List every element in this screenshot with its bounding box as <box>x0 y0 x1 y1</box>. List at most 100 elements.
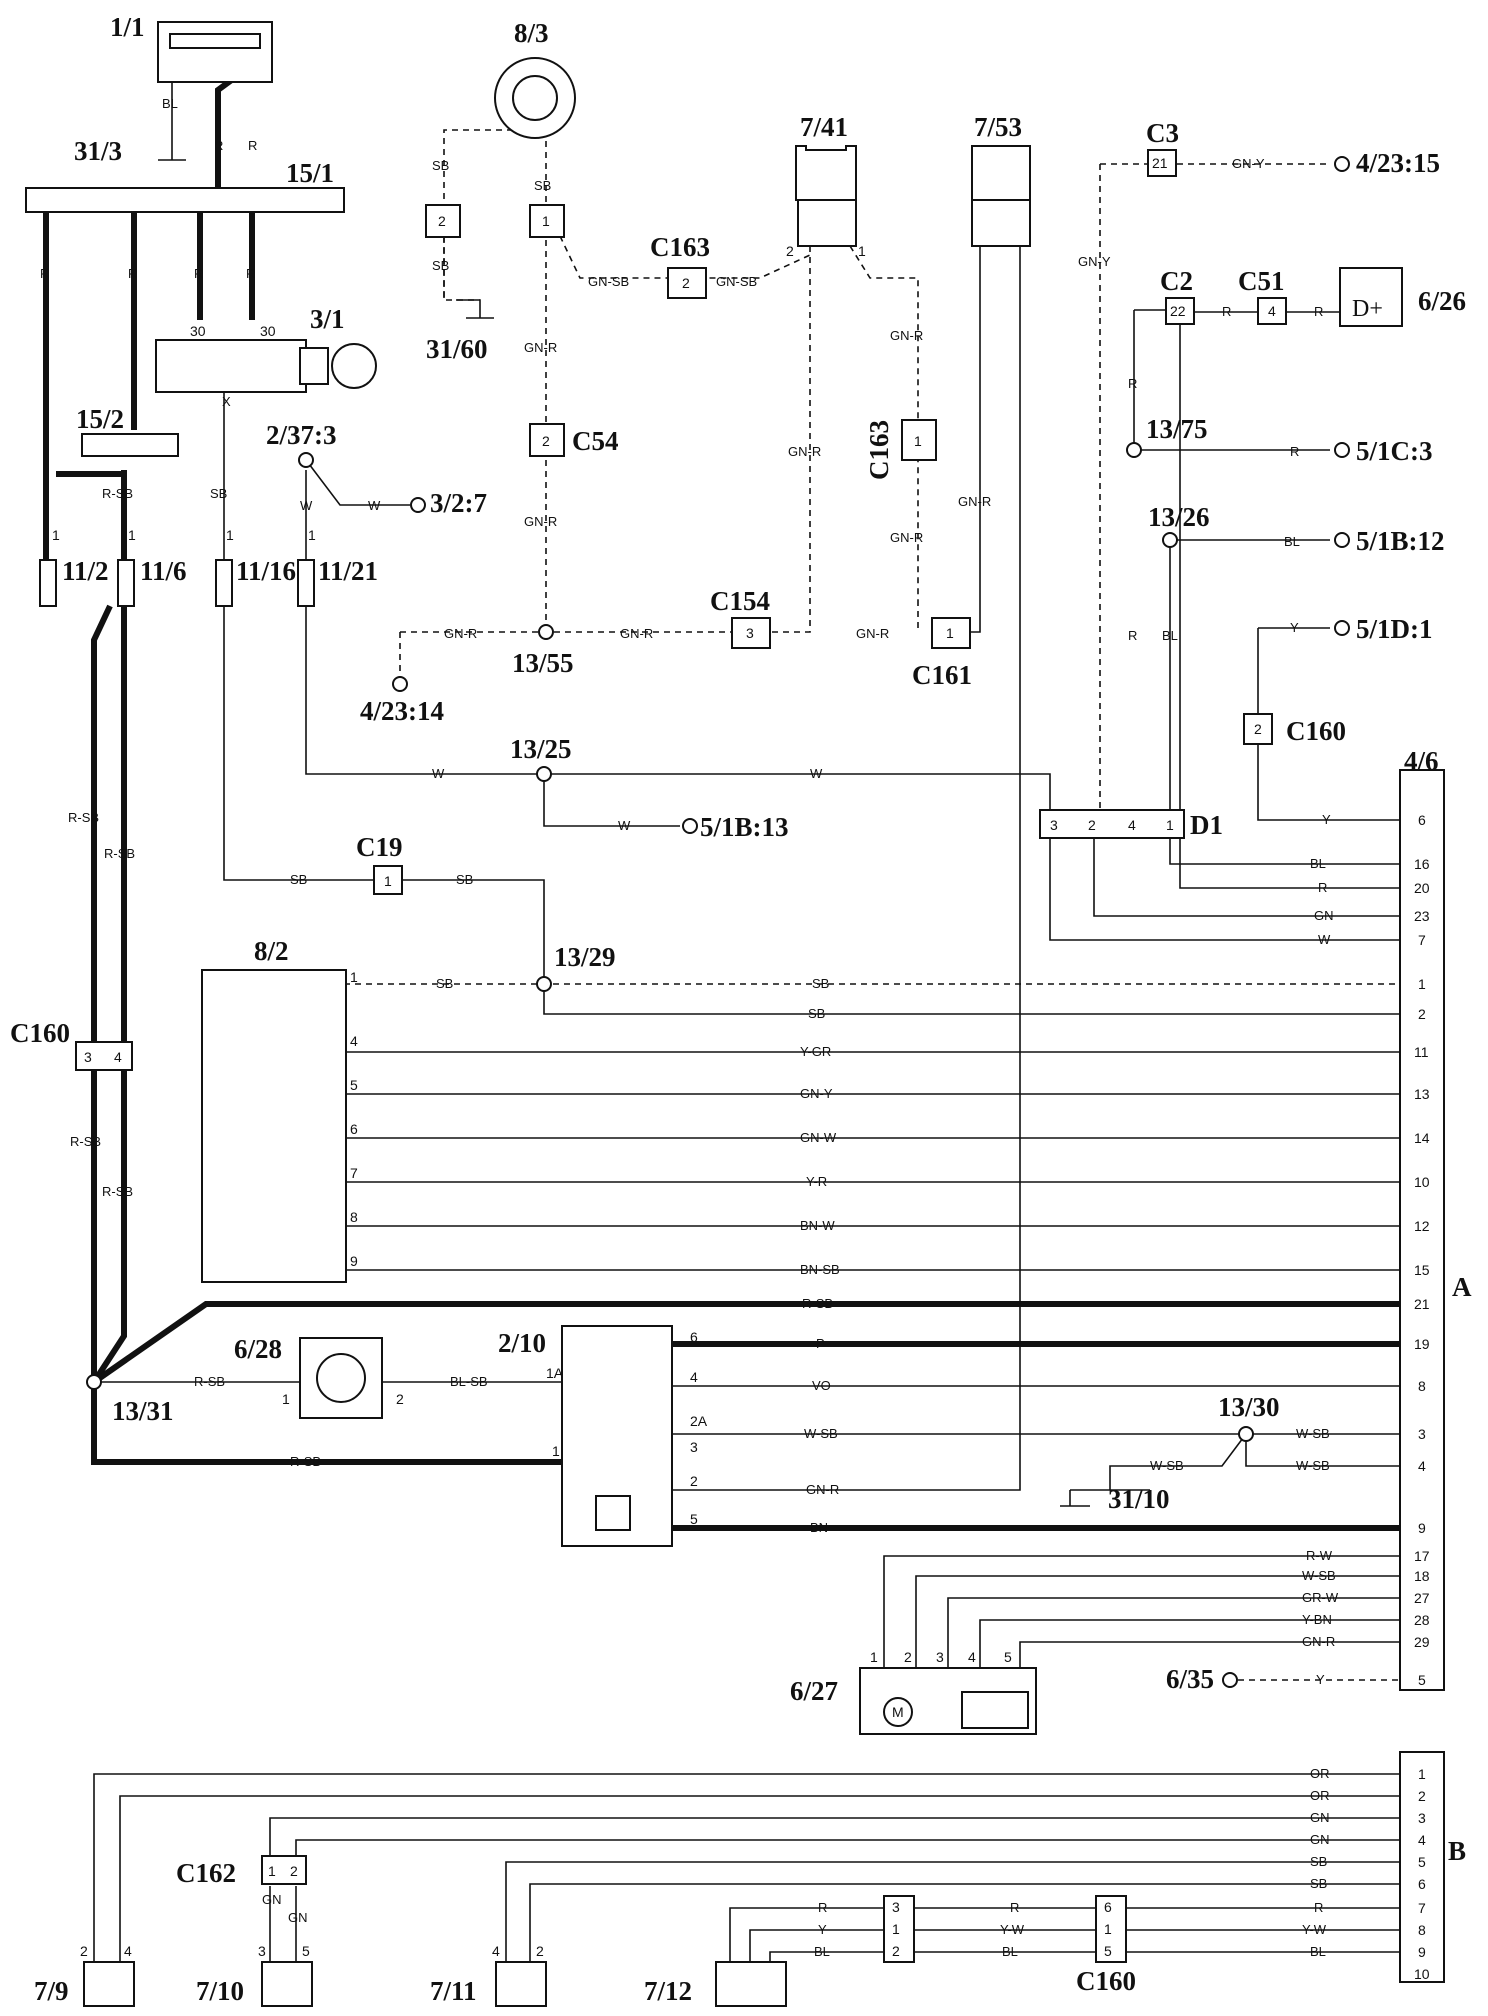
ecu-pin-5: 5 <box>1418 1672 1426 1688</box>
ecu-pin-14: 14 <box>1414 1130 1430 1146</box>
ecu-b-pin-5: 5 <box>1418 1854 1426 1870</box>
wire-code-bl-sb: BL-SB <box>450 1374 488 1389</box>
wire-w-3-2-7 <box>305 459 410 506</box>
wire-code-y-a: Y <box>1290 620 1299 635</box>
wire-code-r-k: R <box>1128 628 1137 643</box>
label-5-1b-13: 5/1B:13 <box>700 812 789 842</box>
wire-gn-r-relay <box>582 175 1021 1491</box>
wire-code-gn-y-a: GN-Y <box>1078 254 1111 269</box>
wire-code-r-n: R <box>818 1900 827 1915</box>
wire-code-r-c: R <box>40 266 49 281</box>
wire-or-pin2 <box>119 1795 1400 1962</box>
pin-d1-3: 3 <box>1050 817 1058 833</box>
wire-code-gn-r-f: GN-R <box>958 494 991 509</box>
connector-d1 <box>1039 809 1185 839</box>
busbar-15-1 <box>25 187 345 213</box>
wire-code-sb-k: SB <box>1310 1876 1327 1891</box>
pin-741-2: 2 <box>786 243 794 259</box>
label-7-12: 7/12 <box>644 1976 692 2006</box>
horn-inner <box>512 75 558 121</box>
wire-code-r-sb-f: R-SB <box>102 1184 133 1199</box>
pin-711-4: 4 <box>492 1943 500 1959</box>
battery <box>157 21 273 83</box>
splice-13-55 <box>538 624 554 640</box>
wire-code-r-sb-g: R-SB <box>194 1374 225 1389</box>
wire-c162-down <box>269 1886 297 1962</box>
ecu-pin-17: 17 <box>1414 1548 1430 1564</box>
wire-code-gn: GN <box>1314 908 1334 923</box>
wire-code-bl: BL <box>162 96 178 111</box>
component-labels: 1/1 31/3 15/1 8/3 31/60 3/1 15/2 2/37:3 … <box>10 12 1472 2006</box>
sensor-7-12 <box>715 1961 787 2007</box>
pin-c-1: 1 <box>542 213 550 229</box>
wire-gn-r-c154 <box>770 246 811 633</box>
splice-13-25 <box>536 766 552 782</box>
wire-code-r-d: R <box>128 266 137 281</box>
pin-fuse-1a: 1 <box>52 527 60 543</box>
label-c3: C3 <box>1146 118 1179 148</box>
wire-code-w-c: W <box>1318 932 1331 947</box>
label-13-31: 13/31 <box>112 1396 174 1426</box>
pin-inj-5: 5 <box>350 1077 358 1093</box>
wire-code-r-sb-h: R-SB <box>290 1454 321 1469</box>
connector-c19 <box>373 865 403 895</box>
connector-c163b <box>901 419 937 461</box>
wire-code-bl-b: BL <box>1284 534 1300 549</box>
ecu-b-pin-4: 4 <box>1418 1832 1426 1848</box>
wire-w-5-1b-13 <box>543 774 680 827</box>
wire-code-w-sb-b: W-SB <box>1296 1426 1330 1441</box>
label-13-29: 13/29 <box>554 942 616 972</box>
label-7-41: 7/41 <box>800 112 848 142</box>
connector-c3 <box>1147 149 1177 177</box>
ecu-4-6-section-b <box>1399 1751 1445 1983</box>
alternator-6-26 <box>1339 267 1403 327</box>
ecu-pin-28: 28 <box>1414 1612 1430 1628</box>
pin-c-2: 2 <box>438 213 446 229</box>
pin-c162-1: 1 <box>268 1863 276 1879</box>
relay-coil <box>595 1495 631 1531</box>
label-2-37-3: 2/37:3 <box>266 420 337 450</box>
fuse-11-6 <box>117 559 135 607</box>
wire-code-bn: BN <box>810 1520 828 1535</box>
wire-code-gn-sb-a: GN-SB <box>588 274 629 289</box>
ecu-pin-12: 12 <box>1414 1218 1430 1234</box>
wire-code-r-h: R <box>1314 304 1323 319</box>
wire-code-w-sb-c: W-SB <box>1296 1458 1330 1473</box>
sensor-7-41-body <box>795 145 857 201</box>
wire-code-r-sb-c: R-SB <box>68 810 99 825</box>
ecu-b-pin-10: 10 <box>1414 1966 1430 1982</box>
wire-code-gn-r-g: GN-R <box>444 626 477 641</box>
label-c162: C162 <box>176 1858 236 1888</box>
wire-code-sb-e: SB <box>290 872 307 887</box>
ecu-pins: 6 16 20 23 7 1 2 11 13 14 10 12 15 21 19… <box>1414 812 1430 1982</box>
connector-1-horn <box>529 204 565 238</box>
ignition-lock <box>299 347 329 385</box>
wire-gr-w-pin27 <box>947 1597 1400 1668</box>
pin-d1-1: 1 <box>1166 817 1174 833</box>
wire-code-r-w: R-W <box>1306 1548 1333 1563</box>
wire-code-bn-sb: BN-SB <box>800 1262 840 1277</box>
label-31-3: 31/3 <box>74 136 122 166</box>
pin-inj-8: 8 <box>350 1209 358 1225</box>
wire-sb-horn <box>443 129 524 300</box>
terminal-4-23-14 <box>392 676 408 692</box>
wire-ground-31-3 <box>158 135 186 161</box>
wire-code-sb-c: SB <box>534 178 551 193</box>
pin-fuse-1b: 1 <box>128 527 136 543</box>
wire-sb-pin5 <box>505 1861 1400 1962</box>
wire-gn-pin23 <box>1093 820 1400 917</box>
ecu-b-pin-9: 9 <box>1418 1944 1426 1960</box>
pin-79-4: 4 <box>124 1943 132 1959</box>
connector-c161 <box>931 617 971 649</box>
sensor-7-11 <box>495 1961 547 2007</box>
wire-r-sb-relay <box>91 1382 562 1465</box>
wire-r-pin7 <box>729 1907 1400 1962</box>
pin-d1-2: 2 <box>1088 817 1096 833</box>
label-6-27: 6/27 <box>790 1676 838 1706</box>
pin-c160c-6: 6 <box>1104 1899 1112 1915</box>
label-7-53: 7/53 <box>974 112 1022 142</box>
sensor-7-53-body <box>971 145 1031 201</box>
label-13-26: 13/26 <box>1148 502 1210 532</box>
label-section-a: A <box>1452 1272 1472 1302</box>
